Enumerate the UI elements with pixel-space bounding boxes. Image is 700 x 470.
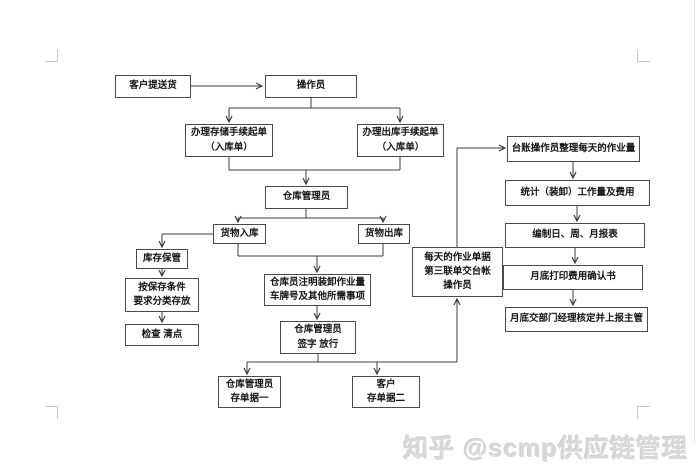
flow-node-label: 仓库员注明装卸作业量: [269, 276, 365, 288]
flow-node-label: 每天的作业单据: [424, 251, 491, 263]
flow-node-customer-copy: 客户存单据二: [352, 376, 420, 408]
flow-node-label: 存单据一: [230, 393, 269, 404]
watermark-text: 知乎 @scmp供应链管理: [403, 435, 688, 463]
flow-node-compile-reports: 编制日、周、月报表: [505, 223, 645, 248]
flow-node-stats-workload: 统计（装卸）工作量及费用: [505, 180, 650, 206]
margin-corner-mark-bottom-right: [637, 406, 650, 419]
flow-node-sign-release: 仓库管理员签字 放行: [280, 321, 356, 354]
flow-node-label: 库存保管: [142, 252, 181, 264]
flow-node-note-workload: 仓库员注明装卸作业量车牌号及其他所需事项: [264, 274, 371, 306]
flow-node-label: 存单据二: [366, 393, 405, 404]
flow-node-warehouse-manager: 仓库管理员: [265, 186, 348, 209]
flow-node-outbound-procedure: 办理出库手续起单 （入库单）: [357, 124, 444, 157]
flow-node-label: 第三联单交台帐: [424, 265, 491, 277]
flow-node-goods-inbound: 货物入库: [213, 224, 266, 244]
flow-node-label: 仓库管理员: [282, 191, 331, 203]
flow-node-label: 台账操作员整理每天的作业量: [511, 142, 636, 154]
flow-node-storage-procedure: 办理存储手续起单 （入库单）: [185, 124, 273, 157]
flow-node-classified-storage: 按保存条件要求分类存放: [125, 278, 199, 312]
flow-node-label: 要求分类存放: [133, 296, 191, 307]
flow-node-daily-documents: 每天的作业单据第三联单交台帐操作员: [412, 247, 503, 297]
margin-corner-mark-top-left: [45, 49, 58, 62]
flow-node-customer-delivery: 客户提送货: [115, 75, 191, 98]
flow-node-manager-copy: 仓库管理员存单据一: [218, 376, 281, 408]
flow-node-label: 检查 清点: [141, 328, 183, 340]
flow-node-label: 货物入库: [220, 227, 259, 239]
flow-node-operator: 操作员: [265, 75, 357, 98]
flow-node-label: 车牌号及其他所需事项: [269, 291, 365, 302]
flow-node-label: （入库单）: [205, 141, 253, 153]
flow-node-label: 月底打印费用确认书: [530, 271, 616, 283]
flow-node-label: 编制日、周、月报表: [532, 229, 618, 241]
flow-node-submit-manager: 月底交部门经理核定并上报主管: [505, 307, 648, 332]
flow-node-goods-outbound: 货物出库: [358, 224, 410, 244]
flow-node-label: 客户提送货: [129, 80, 177, 92]
flow-node-label: 按保存条件: [138, 281, 186, 293]
flow-node-label: 办理出库手续起单: [362, 127, 439, 139]
margin-corner-mark-bottom-left: [45, 406, 58, 419]
page-edge-line: [694, 0, 695, 442]
flow-node-label: 签字 放行: [297, 338, 339, 350]
flow-node-check-count: 检查 清点: [125, 324, 199, 346]
flow-node-label: 客户: [376, 378, 396, 390]
flow-node-ledger-operator: 台账操作员整理每天的作业量: [507, 136, 640, 162]
flow-node-label: （入库单）: [376, 141, 425, 153]
margin-corner-mark-top-right: [637, 49, 650, 62]
flow-node-label: 统计（装卸）工作量及费用: [520, 186, 635, 198]
flow-node-label: 仓库管理员: [294, 324, 342, 336]
flow-node-print-confirmation: 月底打印费用确认书: [503, 265, 643, 290]
flow-node-label: 操作员: [296, 80, 326, 92]
flow-node-label: 操作员: [443, 280, 472, 292]
flow-node-label: 货物出库: [364, 227, 403, 239]
flow-node-label: 月底交部门经理核定并上报主管: [509, 313, 643, 325]
flow-node-label: 办理存储手续起单: [190, 127, 267, 139]
flow-node-label: 仓库管理员: [225, 378, 274, 390]
flow-node-inventory-keeping: 库存保管: [136, 249, 188, 269]
